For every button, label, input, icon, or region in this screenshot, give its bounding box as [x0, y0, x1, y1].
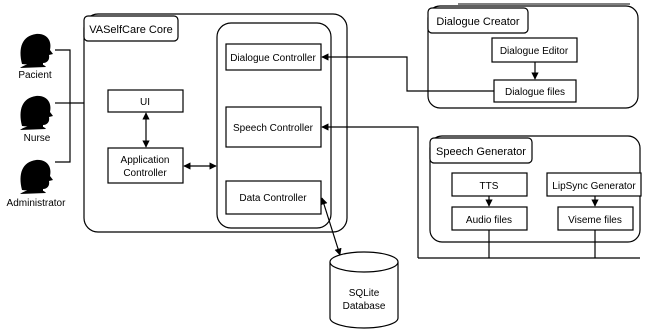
dialogue-creator-title: Dialogue Creator [436, 16, 519, 28]
person-head-icon [20, 159, 54, 194]
dialogue-editor-box [491, 37, 578, 63]
viseme-files-label: Viseme files [568, 215, 622, 226]
database-label-2: Database [343, 301, 386, 312]
audio-files-label: Audio files [466, 215, 512, 226]
ui-box [107, 89, 184, 113]
actor-nurse: Nurse [20, 95, 54, 144]
actor-label-nurse: Nurse [24, 133, 51, 144]
actor-administrator: Administrator [7, 159, 67, 209]
lipsync-generator-box [546, 172, 642, 197]
dialogue-controller-box [225, 43, 322, 71]
database-cylinder-top [329, 251, 399, 273]
speech-controller-label: Speech Controller [233, 123, 314, 134]
dialogue-editor-label: Dialogue Editor [500, 46, 569, 57]
data-controller-label: Data Controller [239, 193, 307, 204]
core-title: VASelfCare Core [89, 24, 173, 36]
lipsync-generator-label: LipSync Generator [552, 181, 636, 192]
data-controller-box [225, 180, 322, 215]
speech-generator-title-tab [429, 137, 533, 164]
tts-label: TTS [480, 181, 499, 192]
dialogue-files-to-controller-arrow [321, 53, 494, 92]
dialogue-files-label: Dialogue files [505, 87, 565, 98]
database-label-1: SQLite [349, 288, 380, 299]
speech-files-to-controller-arrow [321, 123, 640, 259]
speech-controller-box [225, 106, 322, 148]
dialogue-creator-title-tab [427, 7, 529, 34]
database-cylinder-body [329, 262, 399, 329]
application-controller-box [107, 147, 184, 184]
actor-patient: Pacient [18, 33, 54, 81]
application-controller-label-2: Controller [123, 168, 167, 179]
dialogue-controller-label: Dialogue Controller [230, 53, 316, 64]
person-head-icon [20, 95, 54, 130]
ui-label: UI [140, 97, 150, 108]
actor-label-patient: Pacient [18, 70, 52, 81]
core-title-tab [83, 15, 179, 42]
person-head-icon [20, 33, 54, 68]
sqlite-database: SQLite Database [329, 251, 399, 329]
speech-generator-title: Speech Generator [436, 146, 526, 158]
actor-label-administrator: Administrator [7, 198, 67, 209]
application-controller-label-1: Application [121, 155, 170, 166]
data-db-arrow [320, 197, 342, 256]
